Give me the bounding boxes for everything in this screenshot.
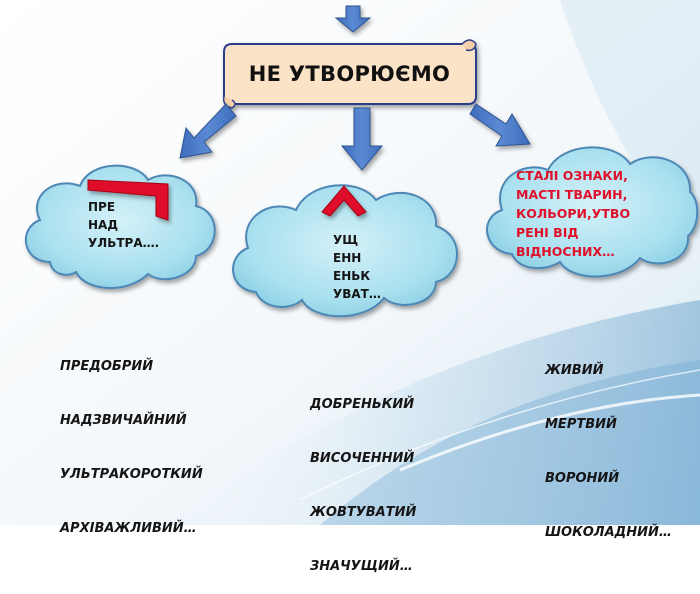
right-cloud (486, 146, 699, 278)
rule-line: МАСТІ ТВАРИН, (516, 187, 628, 202)
example-word: ВИСОЧЕННИЙ (310, 451, 415, 466)
prefix-item: ПРЕ (88, 200, 116, 214)
rule-line: КОЛЬОРИ,УТВО (516, 206, 631, 221)
rule-line: СТАЛІ ОЗНАКИ, (516, 168, 628, 183)
example-word: МЕРТВИЙ (545, 417, 617, 432)
middle-cloud (232, 184, 458, 318)
right-arrow-icon (469, 103, 531, 147)
example-word: УЛЬТРАКОРОТКИЙ (60, 467, 203, 482)
center-arrow-icon (340, 107, 384, 171)
right-cloud-text: СТАЛІ ОЗНАКИ, МАСТІ ТВАРИН, КОЛЬОРИ,УТВО… (516, 166, 696, 261)
top-arrow-icon (334, 5, 372, 33)
suffix-item: УЩ (333, 233, 359, 247)
red-bracket-icon (87, 179, 169, 221)
left-arrow-icon (179, 103, 237, 159)
example-word: ШОКОЛАДНИЙ… (545, 525, 672, 540)
example-word: НАДЗВИЧАЙНИЙ (60, 413, 187, 428)
diagram-title: НЕ УТВОРЮЄМО (248, 62, 451, 86)
red-caret-icon (321, 185, 367, 217)
example-word: ЗНАЧУЩИЙ… (310, 559, 413, 574)
prefix-item: НАД (88, 218, 119, 232)
suffix-item: ЕНН (333, 251, 362, 265)
left-examples: ПРЕДОБРИЙ НАДЗВИЧАЙНИЙ УЛЬТРАКОРОТКИЙ АР… (60, 322, 203, 556)
example-word: ЖИВИЙ (545, 363, 604, 378)
suffix-item: УВАТ… (333, 287, 381, 301)
example-word: ДОБРЕНЬКИЙ (310, 397, 415, 412)
background (0, 0, 700, 525)
rule-line: РЕНІ ВІД (516, 225, 579, 240)
example-word: ПРЕДОБРИЙ (60, 359, 154, 374)
example-word: АРХІВАЖЛИВИЙ… (60, 521, 197, 536)
example-word: ЖОВТУВАТИЙ (310, 505, 417, 520)
middle-cloud-text: УЩ ЕНН ЕНЬК УВАТ… (333, 231, 381, 303)
rule-line: ВІДНОСНИХ… (516, 244, 615, 259)
suffix-item: ЕНЬК (333, 269, 371, 283)
prefix-item: УЛЬТРА…. (88, 236, 160, 250)
example-word: ВОРОНИЙ (545, 471, 620, 486)
left-cloud-text: ПРЕ НАД УЛЬТРА…. (88, 198, 159, 252)
title-scroll (222, 39, 477, 109)
middle-examples: ДОБРЕНЬКИЙ ВИСОЧЕННИЙ ЖОВТУВАТИЙ ЗНАЧУЩИ… (310, 360, 416, 594)
